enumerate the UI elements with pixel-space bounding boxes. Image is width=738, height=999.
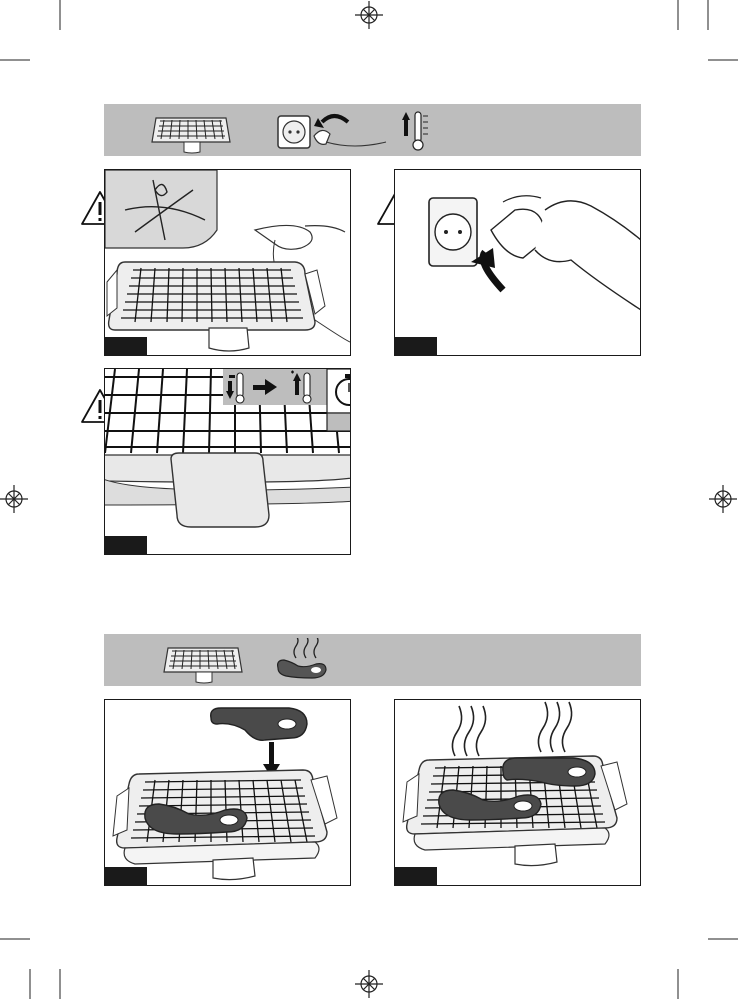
registration-mark-right [709,485,737,513]
cord-tie-inset [105,170,217,248]
steak-icon [211,708,307,740]
figure-tag [395,337,437,355]
hot-steak-icon [272,638,332,684]
grill-icon [150,108,232,154]
fig-cord-setup [104,169,351,356]
figure-tag [105,337,147,355]
section-header-cooking [104,634,641,686]
fig-cooking [394,699,641,886]
figure-tag [395,867,437,885]
registration-mark-bottom [355,970,383,998]
grill-icon [162,638,244,684]
plug-in-icon [274,106,394,154]
fig-preheat-timer [104,368,351,555]
registration-mark-left [0,485,28,513]
registration-mark-top [355,1,383,29]
thermostat-max-icon [400,108,434,152]
figure-tag [105,536,147,554]
section-header-preheat [104,104,641,156]
steam-icon [452,702,571,756]
fig-place-steak [104,699,351,886]
fig-plug-in [394,169,641,356]
figure-tag [105,867,147,885]
